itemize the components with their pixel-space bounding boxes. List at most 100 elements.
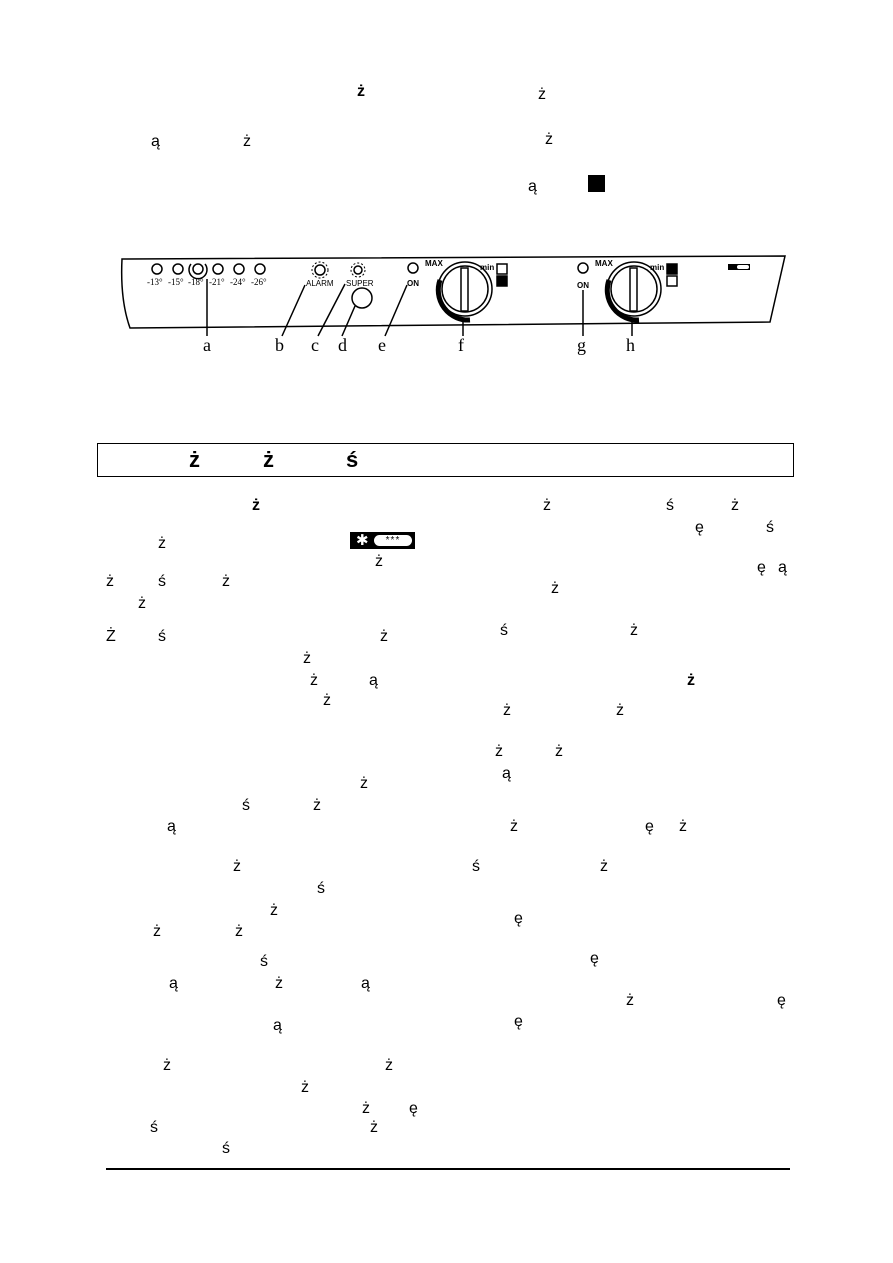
text-glyph: ż (362, 1100, 370, 1117)
text-glyph: ż (252, 497, 260, 514)
text-glyph: ż (626, 992, 634, 1009)
callout-g: g (577, 335, 586, 355)
text-glyph: ś (260, 953, 268, 970)
text-glyph: ż (370, 1119, 378, 1136)
text-glyph: ż (630, 622, 638, 639)
text-glyph: ż (301, 1079, 309, 1096)
text-glyph: ą (169, 975, 178, 992)
led-label-15: -15° (168, 277, 184, 287)
text-glyph: ż (380, 628, 388, 645)
text-glyph: ż (153, 923, 161, 940)
text-glyph: ś (222, 1140, 230, 1157)
max-label-freezer: MAX (595, 259, 613, 268)
text-glyph: ą (502, 765, 511, 782)
text-glyph: ż (357, 83, 365, 100)
max-label-fridge: MAX (425, 259, 443, 268)
text-glyph: ż (360, 775, 368, 792)
text-glyph: ę (590, 950, 599, 967)
text-glyph: ą (273, 1017, 282, 1034)
led-label-21: -21° (209, 277, 225, 287)
min-label-freezer: min (650, 263, 665, 272)
text-glyph: ż (323, 692, 331, 709)
text-glyph: ą (361, 975, 370, 992)
text-glyph: ż (503, 702, 511, 719)
text-glyph: ę (514, 1013, 523, 1030)
text-glyph: Ż (106, 628, 116, 645)
text-glyph: ę (777, 992, 786, 1009)
text-glyph: ą (167, 818, 176, 835)
text-glyph: ś (158, 573, 166, 590)
text-glyph: ż (679, 818, 687, 835)
text-glyph: ę (695, 519, 704, 536)
text-glyph: ż (385, 1057, 393, 1074)
text-glyph: ż (158, 535, 166, 552)
text-glyph: ż (600, 858, 608, 875)
black-square-symbol (588, 175, 605, 192)
text-glyph: ż (545, 131, 553, 148)
text-glyph: ą (528, 178, 537, 195)
text-glyph: ż (313, 797, 321, 814)
text-glyph: ż (303, 650, 311, 667)
led-label-24: -24° (230, 277, 246, 287)
text-glyph: ę (645, 818, 654, 835)
super-label: SUPER (346, 279, 374, 288)
text-glyph: ż (222, 573, 230, 590)
text-glyph: ż (551, 580, 559, 597)
text-glyph: ą (151, 133, 160, 150)
snowflake-icon: ✱ (356, 532, 369, 549)
text-glyph: ż (235, 923, 243, 940)
text-glyph: ś (317, 880, 325, 897)
text-glyph: ż (731, 497, 739, 514)
text-glyph: ż (243, 133, 251, 150)
footer-rule (106, 1168, 790, 1170)
text-glyph: ż (543, 497, 551, 514)
text-glyph: ż (163, 1057, 171, 1074)
heading-glyph: ż (263, 447, 274, 472)
min-label-fridge: min (480, 263, 495, 272)
text-glyph: ż (495, 743, 503, 760)
text-glyph: ż (375, 553, 383, 570)
led-label-26: -26° (251, 277, 267, 287)
callout-c: c (311, 335, 319, 355)
text-glyph: ż (538, 86, 546, 103)
led-label-18: -18° (188, 277, 204, 287)
text-glyph: ż (106, 573, 114, 590)
heading-glyph: ż (189, 447, 200, 472)
text-glyph: ż (138, 595, 146, 612)
text-glyph: ś (500, 622, 508, 639)
text-glyph: ę (409, 1100, 418, 1117)
callout-a: a (203, 335, 211, 355)
led-label-13: -13° (147, 277, 163, 287)
text-glyph: ś (150, 1119, 158, 1136)
star-rating-icon: *** (374, 535, 412, 546)
text-glyph: ż (555, 743, 563, 760)
callout-f: f (458, 335, 464, 355)
text-glyph: ś (766, 519, 774, 536)
callout-b: b (275, 335, 284, 355)
text-glyph: ś (158, 628, 166, 645)
text-glyph: ę (757, 559, 766, 576)
callout-d: d (338, 335, 347, 355)
text-glyph: ś (242, 797, 250, 814)
heading-glyph: ś (346, 447, 359, 472)
text-glyph: ż (233, 858, 241, 875)
on-label-fridge: ON (407, 279, 419, 288)
callout-e: e (378, 335, 386, 355)
text-glyph: ś (666, 497, 674, 514)
text-glyph: ż (616, 702, 624, 719)
text-glyph: ż (510, 818, 518, 835)
text-glyph: ś (472, 858, 480, 875)
control-panel-diagram (120, 255, 786, 337)
text-glyph: ż (687, 672, 695, 689)
alarm-label: ALARM (306, 279, 334, 288)
text-glyph: ą (369, 672, 378, 689)
text-glyph: ż (310, 672, 318, 689)
text-glyph: ż (275, 975, 283, 992)
text-glyph: ż (270, 902, 278, 919)
text-glyph: ą (778, 559, 787, 576)
text-glyph: ę (514, 910, 523, 927)
callout-h: h (626, 335, 635, 355)
four-star-freezer-badge: ✱ *** (350, 532, 415, 549)
on-label-freezer: ON (577, 281, 589, 290)
